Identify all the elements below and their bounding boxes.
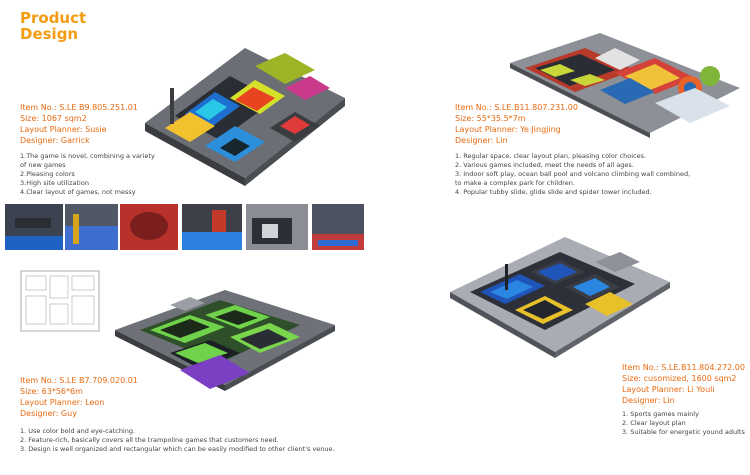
- project-4-note: 1. Sports games mainly: [622, 410, 699, 418]
- project-4-size: Size: cusomized, 1600 sqm2: [622, 374, 737, 383]
- project-1-planner: Layout Planner: Susie: [20, 125, 107, 134]
- project-1-note: 1.The game is novel, combining a variety: [20, 152, 155, 160]
- project-4-notes: 1. Sports games mainly 2. Clear layout p…: [622, 410, 745, 437]
- project-3-rendering: [115, 290, 335, 391]
- project-1-note: 2.Pleasing colors: [20, 170, 75, 178]
- photo-strip-3: [120, 204, 178, 250]
- project-2-note: 4. Popular tubby slide, glide slide and …: [455, 188, 652, 196]
- project-2-planner: Layout Planner: Ye Jingjing: [455, 125, 561, 134]
- project-4-note: 3. Suitable for energetic yound adults: [622, 428, 745, 436]
- project-4-note: 2. Clear layout plan: [622, 419, 686, 427]
- project-4-designer: Designer: Lin: [622, 396, 675, 405]
- project-3-notes: 1. Use color bold and eye-catching. 2. F…: [20, 427, 335, 454]
- title-line-2: Design: [20, 25, 79, 43]
- project-4-spec: Item No.: S.LE.B11.804.272.00 Size: cuso…: [622, 362, 745, 406]
- project-4-rendering: [450, 237, 670, 358]
- project-1-designer: Designer: Garrick: [20, 136, 90, 145]
- project-1-spec: Item No.: S.LE B9.805.251.01 Size: 1067 …: [20, 102, 138, 146]
- project-1-note: 4.Clear layout of games, not messy: [20, 188, 136, 196]
- project-1-item-no: Item No.: S.LE B9.805.251.01: [20, 103, 138, 112]
- project-4-item-no: Item No.: S.LE.B11.804.272.00: [622, 363, 745, 372]
- project-3-note: 2. Feature-rich, basically covers all th…: [20, 436, 279, 444]
- title-line-1: Product: [20, 9, 87, 27]
- photo-strip-4: [182, 204, 242, 250]
- project-4-planner: Layout Planner: Li Youli: [622, 385, 715, 394]
- project-3-spec: Item No.: S.LE B7.709.020.01 Size: 63*56…: [20, 375, 138, 419]
- project-2-notes: 1. Regular space, clear layout plan, ple…: [455, 152, 690, 197]
- project-2-note: 3. Indoor soft play, ocean ball pool and…: [455, 170, 691, 178]
- project-2-size: Size: 55*35.5*7m: [455, 114, 526, 123]
- page-title: Product Design: [20, 10, 86, 42]
- project-3-planner: Layout Planner: Leon: [20, 398, 105, 407]
- project-3-item-no: Item No.: S.LE B7.709.020.01: [20, 376, 138, 385]
- project-2-note: 2. Various games included, meet the need…: [455, 161, 634, 169]
- project-2-rendering: [510, 33, 740, 138]
- project-3-designer: Designer: Guy: [20, 409, 77, 418]
- project-1-note: of new games: [20, 161, 66, 169]
- project-2-item-no: Item No.: S.LE.B11.807.231.00: [455, 103, 578, 112]
- project-3-note: 3. Design is well organized and rectangu…: [20, 445, 335, 453]
- project-3-size: Size: 63*56*6m: [20, 387, 83, 396]
- photo-strip-2: [65, 204, 118, 250]
- project-1-note: 3.High site utilization: [20, 179, 89, 187]
- project-2-note: to make a complex park for children.: [455, 179, 575, 187]
- project-2-note: 1. Regular space, clear layout plan, ple…: [455, 152, 647, 160]
- project-1-notes: 1.The game is novel, combining a variety…: [20, 152, 155, 197]
- photo-strip-1: [5, 204, 63, 250]
- project-2-spec: Item No.: S.LE.B11.807.231.00 Size: 55*3…: [455, 102, 578, 146]
- project-1-size: Size: 1067 sqm2: [20, 114, 87, 123]
- project-1-rendering: [145, 48, 345, 186]
- project-3-floorplan-sketch: [20, 270, 100, 332]
- photo-strip-6: [312, 204, 364, 250]
- photo-strip-5: [246, 204, 308, 250]
- project-2-designer: Designer: Lin: [455, 136, 508, 145]
- project-3-note: 1. Use color bold and eye-catching.: [20, 427, 136, 435]
